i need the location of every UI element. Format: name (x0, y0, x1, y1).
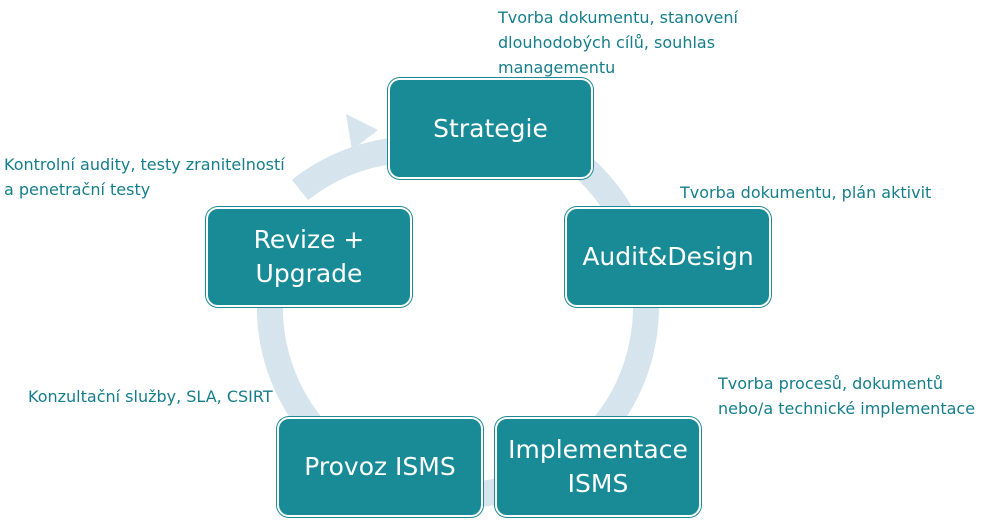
stage-implementace-isms: Implementace ISMS (495, 417, 701, 517)
note-strategie: Tvorba dokumentu, stanovení dlouhodobých… (498, 8, 738, 77)
stage-strategie: Strategie (388, 78, 593, 179)
note-audit-design: Tvorba dokumentu, plán aktivit (680, 183, 932, 202)
note-implementace: Tvorba procesů, dokumentů nebo/a technic… (718, 374, 976, 418)
stage-audit-design: Audit&Design (565, 207, 771, 307)
cycle-ring-segment (291, 137, 402, 201)
stage-revize-upgrade: Revize + Upgrade (206, 207, 412, 307)
note-revize: Kontrolní audity, testy zranitelností a … (4, 155, 285, 199)
cycle-arrowhead (346, 114, 378, 150)
note-provoz: Konzultační služby, SLA, CSIRT (28, 387, 273, 406)
stage-provoz-isms: Provoz ISMS (277, 417, 483, 517)
